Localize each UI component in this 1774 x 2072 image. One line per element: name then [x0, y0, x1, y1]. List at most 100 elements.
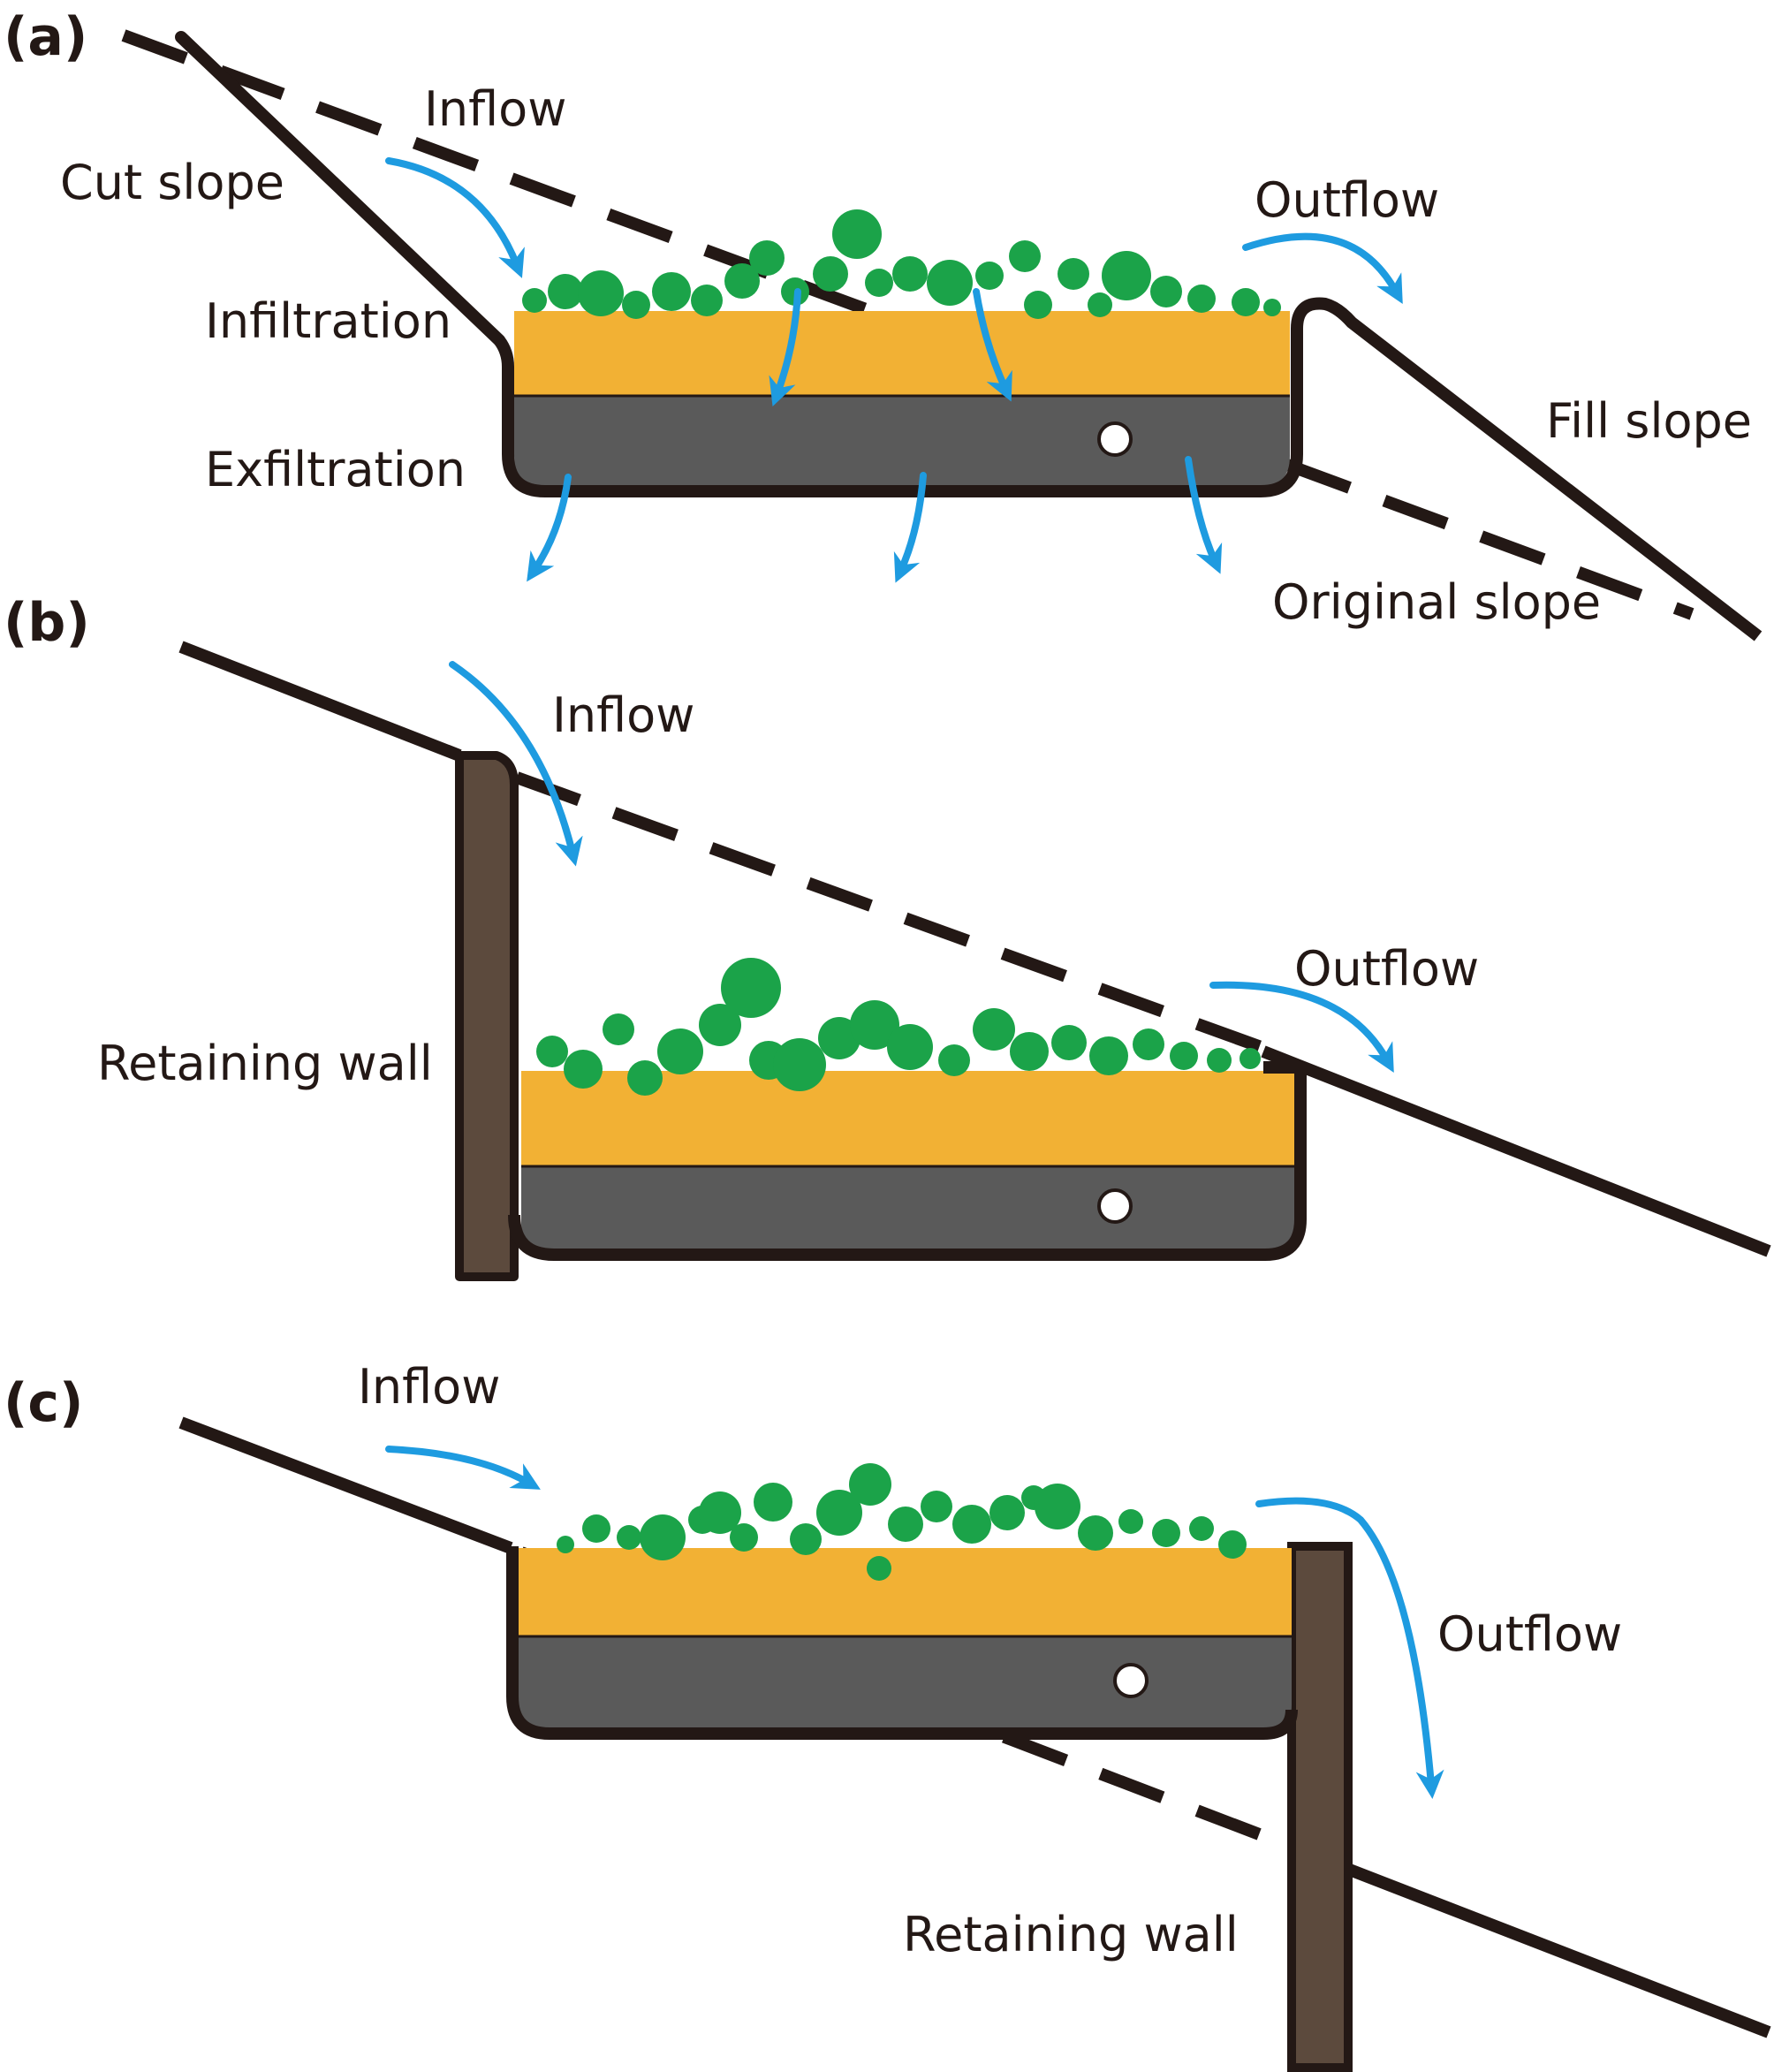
vegetation-b	[536, 958, 1261, 1096]
inflow-label: Inflow	[358, 1359, 500, 1415]
planter-b	[508, 1061, 1307, 1261]
vegetation-blob	[730, 1523, 758, 1552]
retaining-wall	[455, 751, 519, 1281]
planter-outline	[508, 1061, 1307, 1261]
infiltration-arrow	[973, 288, 1012, 402]
vegetation-blob	[813, 256, 848, 292]
vegetation-blob	[522, 288, 547, 313]
vegetation-blob	[754, 1483, 792, 1522]
growing-media-layer	[518, 1548, 1292, 1636]
vegetation-blob	[773, 1038, 826, 1091]
vegetation-blob	[1118, 1509, 1143, 1534]
drainage-layer	[514, 396, 1290, 488]
vegetation-blob	[1189, 1516, 1214, 1541]
vegetation-blob	[1218, 1530, 1247, 1559]
vegetation-blob	[816, 1490, 862, 1536]
vegetation-blob	[640, 1514, 686, 1560]
panel-a: (a)	[4, 6, 1763, 641]
vegetation-blob	[1232, 288, 1260, 316]
outflow-arrow	[1255, 1497, 1444, 1799]
planter-outline	[506, 1546, 1298, 1740]
outflow-label: Outflow	[1437, 1606, 1622, 1662]
vegetation-blob	[832, 209, 882, 259]
vegetation-blob	[1263, 299, 1281, 316]
vegetation-blob	[1024, 291, 1052, 319]
vegetation-blob	[1009, 240, 1041, 272]
vegetation-blob	[865, 269, 893, 297]
vegetation-blob	[603, 1013, 634, 1045]
flow-arrows-a	[385, 157, 1403, 583]
vegetation-blob	[582, 1514, 610, 1543]
drainage-layer	[518, 1636, 1292, 1730]
vegetation-blob	[749, 240, 785, 276]
vegetation-blob	[699, 1491, 741, 1534]
exfiltration-arrow	[1185, 456, 1223, 574]
lower-ground-line	[1261, 1045, 1771, 1257]
vegetation-blob	[952, 1505, 991, 1544]
vegetation-blob	[536, 1036, 568, 1067]
vegetation-blob	[867, 1556, 891, 1581]
vegetation-blob	[652, 272, 691, 311]
cut-slope-line	[175, 31, 505, 346]
upper-ground-line	[178, 641, 462, 762]
vegetation-blob	[1035, 1484, 1080, 1529]
vegetation-blob	[657, 1028, 703, 1074]
vegetation-blob	[973, 1008, 1015, 1051]
outflow-label: Outflow	[1294, 941, 1479, 997]
drain-pipe	[1113, 1663, 1149, 1698]
vegetation-blob	[1207, 1048, 1232, 1073]
vegetation-blob	[849, 1463, 891, 1506]
vegetation-blob	[1170, 1042, 1198, 1070]
retaining-wall-label: Retaining wall	[97, 1036, 433, 1091]
planter-a	[494, 297, 1763, 641]
panel-c-letter: (c)	[4, 1372, 83, 1434]
lower-ground-line	[1345, 1863, 1771, 2038]
panel-c: (c)	[4, 1359, 1771, 2072]
fill-slope-label: Fill slope	[1546, 393, 1752, 449]
inflow-label: Inflow	[552, 687, 694, 743]
vegetation-blob	[927, 260, 973, 306]
vegetation-blob	[888, 1507, 923, 1542]
vegetation-blob	[1150, 276, 1182, 307]
vegetation-blob	[627, 1060, 663, 1096]
vegetation-blob	[1051, 1025, 1087, 1060]
vegetation-c	[557, 1463, 1247, 1581]
vegetation-blob	[617, 1525, 641, 1550]
vegetation-blob	[1058, 258, 1089, 290]
vegetation-blob	[564, 1050, 603, 1089]
vegetation-blob	[1102, 251, 1151, 300]
vegetation-blob	[548, 274, 583, 309]
vegetation-blob	[818, 1017, 860, 1059]
vegetation-blob	[578, 270, 624, 316]
original-slope-line	[514, 771, 1288, 1062]
panel-b-letter: (b)	[4, 592, 90, 654]
exfiltration-arrow	[527, 474, 572, 582]
vegetation-blob	[921, 1491, 952, 1522]
vegetation-blob	[691, 285, 723, 316]
vegetation-blob	[790, 1523, 822, 1555]
flow-arrows-b	[449, 661, 1394, 1073]
upper-ground-line	[178, 1416, 513, 1554]
vegetation-blob	[721, 958, 781, 1018]
vegetation-a	[522, 209, 1281, 319]
vegetation-blob	[1133, 1028, 1164, 1060]
vegetation-blob	[622, 291, 650, 319]
vegetation-blob	[1240, 1048, 1261, 1069]
drain-pipe	[1097, 421, 1133, 457]
vegetation-blob	[724, 263, 760, 299]
vegetation-blob	[1010, 1032, 1049, 1071]
planter-outline	[494, 297, 1763, 641]
drainage-layer	[521, 1166, 1297, 1250]
vegetation-blob	[699, 1004, 741, 1046]
vegetation-blob	[1187, 285, 1216, 313]
original-slope-label: Original slope	[1272, 574, 1601, 630]
inflow-arrow	[385, 1446, 541, 1490]
vegetation-blob	[850, 1000, 899, 1050]
exfiltration-label: Exfiltration	[205, 442, 466, 497]
infiltration-label: Infiltration	[205, 293, 451, 349]
vegetation-blob	[1088, 292, 1112, 317]
vegetation-blob	[557, 1536, 574, 1553]
exfiltration-arrow	[893, 472, 927, 583]
flow-arrows-c	[385, 1446, 1444, 1799]
vegetation-blob	[1089, 1036, 1128, 1075]
